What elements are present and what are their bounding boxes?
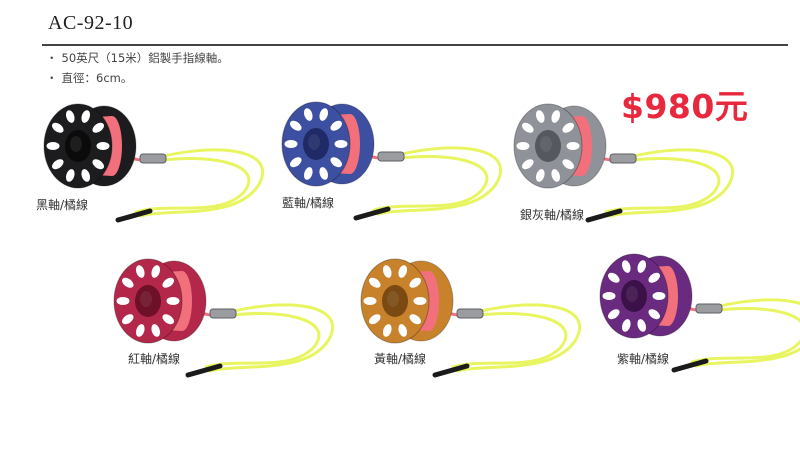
product-label-red: 紅軸/橘線 — [128, 352, 181, 366]
model-number: AC-92-10 — [48, 12, 134, 34]
finger-spool-reel-icon — [513, 103, 735, 223]
price-label: $980元 — [621, 87, 749, 126]
finger-spool-reel-icon — [43, 103, 265, 223]
bullet-icon: ・ — [46, 51, 58, 65]
finger-spool-reel-icon — [281, 101, 503, 221]
finger-spool-reel-icon — [113, 258, 335, 378]
product-label-black: 黑軸/橘線 — [36, 198, 89, 212]
spec-text-diameter: 直徑：6cm。 — [61, 71, 133, 85]
spec-line-diameter: ・直徑：6cm。 — [46, 70, 132, 86]
product-label-purple: 紫軸/橘線 — [617, 352, 670, 366]
finger-spool-reel-icon — [599, 253, 800, 373]
product-label-blue: 藍軸/橘線 — [282, 196, 335, 210]
header-divider — [42, 44, 788, 46]
finger-spool-reel-icon — [360, 258, 582, 378]
spec-line-material: ・50英尺（15米）鋁製手指線軸。 — [46, 50, 229, 66]
spec-text-material: 50英尺（15米）鋁製手指線軸。 — [61, 51, 229, 65]
product-label-yellow: 黃軸/橘線 — [374, 352, 427, 366]
product-label-silver: 銀灰軸/橘線 — [520, 208, 585, 222]
bullet-icon: ・ — [46, 71, 58, 85]
